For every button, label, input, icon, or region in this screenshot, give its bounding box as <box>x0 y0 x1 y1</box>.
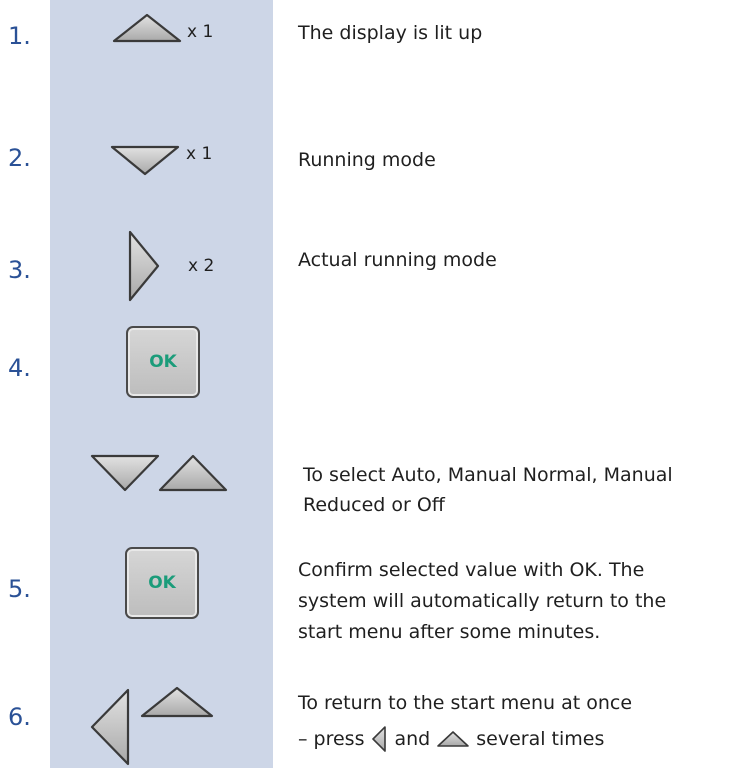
down-arrow-icon <box>110 145 180 176</box>
down-arrow-icon <box>90 454 160 492</box>
step-1-multiplier: x 1 <box>187 22 214 42</box>
step-6-several-times-text: several times <box>476 728 605 750</box>
up-arrow-icon <box>112 13 182 43</box>
step-6-and-text: and <box>394 728 431 750</box>
up-arrow-icon <box>437 731 470 747</box>
step-6-press-text: – press <box>298 728 365 750</box>
left-arrow-icon <box>90 688 130 766</box>
ok-button-icon: OK <box>125 547 199 619</box>
step-5-description-line1: Confirm selected value with OK. The <box>298 559 645 581</box>
step-number-2: 2. <box>8 144 31 172</box>
up-arrow-icon <box>140 686 214 718</box>
left-arrow-icon <box>372 726 387 752</box>
step-6-description-line1: To return to the start menu at once <box>298 692 633 714</box>
step-number-5: 5. <box>8 575 31 603</box>
step-1-description: The display is lit up <box>298 22 483 44</box>
step-6-description-line2: – press and several times <box>298 724 604 754</box>
step-3-description: Actual running mode <box>298 249 497 271</box>
up-arrow-icon <box>158 454 228 492</box>
ok-button-label: OK <box>148 573 176 593</box>
step-2-description: Running mode <box>298 149 436 171</box>
step-4-description-line2: Reduced or Off <box>303 494 445 516</box>
step-number-3: 3. <box>8 256 31 284</box>
step-number-6: 6. <box>8 703 31 731</box>
ok-button-icon: OK <box>126 326 200 398</box>
step-3-multiplier: x 2 <box>188 256 215 276</box>
ok-button-label: OK <box>149 352 177 372</box>
step-5-description-line3: start menu after some minutes. <box>298 621 601 643</box>
step-4-description-line1: To select Auto, Manual Normal, Manual <box>303 464 673 486</box>
step-2-multiplier: x 1 <box>186 144 213 164</box>
step-5-description-line2: system will automatically return to the <box>298 590 667 612</box>
step-number-1: 1. <box>8 22 31 50</box>
right-arrow-icon <box>128 230 160 302</box>
step-number-4: 4. <box>8 354 31 382</box>
